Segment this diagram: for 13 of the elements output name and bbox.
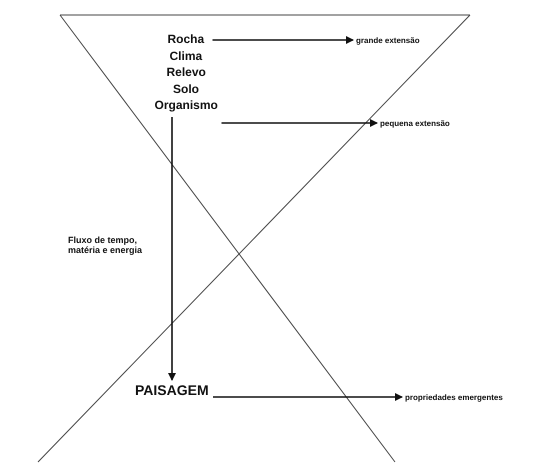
arrow [222, 119, 378, 127]
factor-text: Relevo [166, 66, 206, 80]
arrow [213, 393, 403, 401]
result-text: PAISAGEM [135, 382, 209, 398]
outcome-text: grande extensão [356, 36, 420, 45]
outcome-text: pequena extensão [380, 118, 450, 128]
arrow [168, 117, 176, 381]
factor-text: Organismo [154, 99, 218, 113]
arrow [212, 36, 354, 44]
factor-text: Solo [173, 83, 199, 97]
factor-text: Clima [170, 50, 202, 64]
factor-text: Rocha [168, 33, 204, 47]
outcome-text: propriedades emergentes [405, 392, 503, 402]
